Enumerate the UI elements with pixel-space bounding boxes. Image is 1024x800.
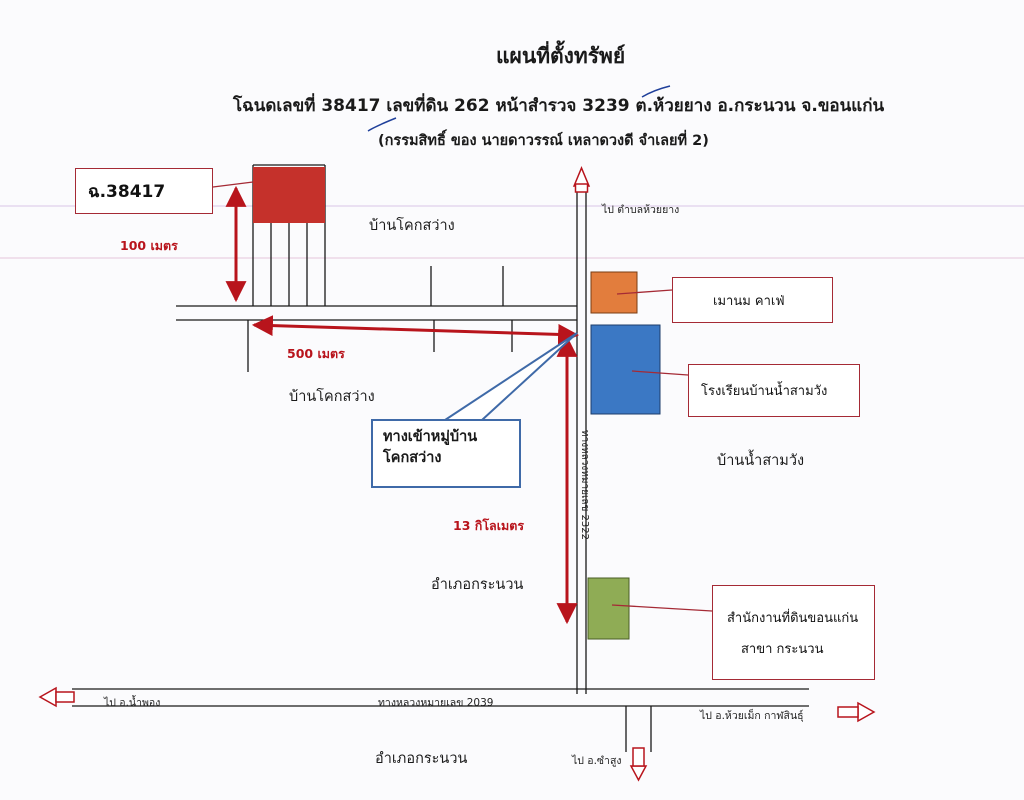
place-amphoe-kranuan-bottom: อำเภอกระนวน (375, 751, 468, 767)
direction-nam-phong: ไป อ.น้ำพอง (104, 697, 161, 709)
place-ban-nam-sam-wang: บ้านน้ำสามวัง (717, 453, 805, 469)
callout-cafe-text: เมานม คาเฟ่ (713, 293, 785, 309)
deed-subtitle: โฉนดเลขที่ 38417 เลขที่ดิน 262 หน้าสำรวจ… (233, 96, 885, 116)
callout-land-office-line1: สำนักงานที่ดินขอนแก่น (727, 610, 859, 626)
check-mark-2 (641, 85, 671, 98)
leader-cafe (616, 289, 673, 295)
callout-entrance-line1: ทางเข้าหมู่บ้าน (383, 429, 478, 445)
place-ban-khok-sawang-mid: บ้านโคกสว่าง (289, 389, 375, 405)
land-parcel-38417 (253, 167, 325, 223)
arrow-down-icon (629, 765, 648, 782)
direction-huai-yang: ไป ตำบลห้วยยาง (602, 204, 680, 216)
parcel-label-box: ฉ.38417 (75, 168, 213, 214)
callout-land-office-line2: สาขา กระนวน (741, 641, 824, 657)
leader-parcel (212, 181, 254, 188)
callout-school: โรงเรียนบ้านน้ำสามวัง (688, 364, 860, 417)
direction-sam-sung: ไป อ.ซำสูง (572, 755, 622, 767)
callout-village-entrance: ทางเข้าหมู่บ้าน โคกสว่าง (371, 419, 521, 488)
callout-land-office: สำนักงานที่ดินขอนแก่น สาขา กระนวน (712, 585, 875, 680)
road-label-vertical: ทางหลวงหมายเลข 2322 (579, 430, 590, 540)
arrow-up-stem (574, 183, 589, 193)
callout-entrance-line2: โคกสว่าง (383, 450, 442, 466)
entrance-pointer (441, 332, 578, 421)
highway-2039-road (72, 688, 809, 752)
callout-school-text: โรงเรียนบ้านน้ำสามวัง (701, 384, 828, 399)
owner-note: (กรรมสิทธิ์ ของ นายดาวรรณ์ เหลาดวงดี จำเ… (378, 133, 709, 149)
arrow-left-icon (38, 686, 57, 708)
leader-land-office (611, 604, 713, 612)
leader-school (631, 370, 689, 376)
road-label-2039: ทางหลวงหมายเลข 2039 (378, 697, 494, 709)
distance-100m-label: 100 เมตร (120, 238, 178, 253)
school-building (590, 324, 661, 415)
land-office-building (587, 577, 630, 640)
check-mark-1 (367, 117, 397, 132)
parcel-label: ฉ.38417 (88, 181, 166, 202)
page-title: แผนที่ตั้งทรัพย์ (496, 44, 626, 68)
place-ban-khok-sawang-top: บ้านโคกสว่าง (369, 218, 455, 234)
arrow-right-icon (857, 701, 876, 723)
distance-500m-label: 500 เมตร (287, 346, 345, 361)
direction-huai-mek: ไป อ.ห้วยเม็ก กาฬสินธุ์ (700, 710, 804, 722)
place-amphoe-kranuan-mid: อำเภอกระนวน (431, 577, 524, 593)
dimension-500m (251, 315, 580, 345)
callout-cafe: เมานม คาเฟ่ (672, 277, 833, 323)
distance-13km-label: 13 กิโลเมตร (453, 518, 525, 533)
